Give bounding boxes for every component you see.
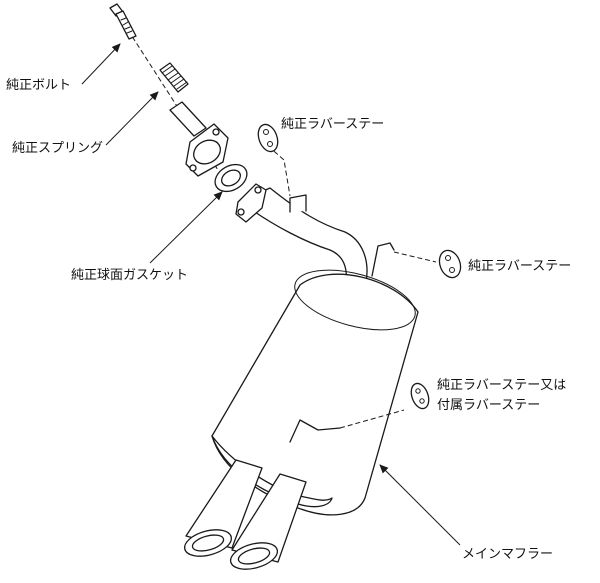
leader-spring bbox=[105, 91, 159, 146]
muffler-rear-hanger bbox=[371, 242, 395, 277]
label-main-muffler: メインマフラー bbox=[462, 547, 554, 562]
label-rubber-stay-1: 純正ラバーステー bbox=[281, 117, 385, 132]
front-flange bbox=[185, 123, 229, 177]
tail-pipe-left bbox=[183, 459, 263, 557]
label-rubber-stay-3-line1: 純正ラバーステー又は bbox=[437, 378, 567, 393]
leader-gasket bbox=[149, 191, 223, 264]
tail-pipe-right bbox=[229, 473, 307, 570]
bolt-part bbox=[109, 3, 137, 40]
rubber-stay-icon-2 bbox=[438, 249, 462, 279]
leader-main-muffler bbox=[379, 464, 461, 546]
muffler-inlet-pipe bbox=[235, 183, 368, 287]
inlet-hanger-rod bbox=[289, 194, 307, 213]
hanger-guide-2 bbox=[393, 251, 437, 263]
leader-bolt bbox=[81, 43, 121, 85]
hanger-guide-3 bbox=[339, 409, 405, 429]
label-bolt: 純正ボルト bbox=[6, 78, 72, 93]
rubber-stay-icon-3 bbox=[410, 382, 430, 410]
gasket-part bbox=[214, 163, 248, 193]
label-gasket: 純正球面ガスケット bbox=[71, 268, 189, 283]
muffler-side-hanger bbox=[289, 419, 341, 443]
spring-part bbox=[159, 62, 189, 93]
label-rubber-stay-3-line2: 付属ラバーステー bbox=[437, 398, 541, 413]
label-spring: 純正スプリング bbox=[12, 141, 104, 156]
rubber-stay-icon-1 bbox=[257, 123, 279, 153]
label-rubber-stay-2: 純正ラバーステー bbox=[468, 259, 572, 274]
upstream-pipe bbox=[169, 101, 207, 137]
